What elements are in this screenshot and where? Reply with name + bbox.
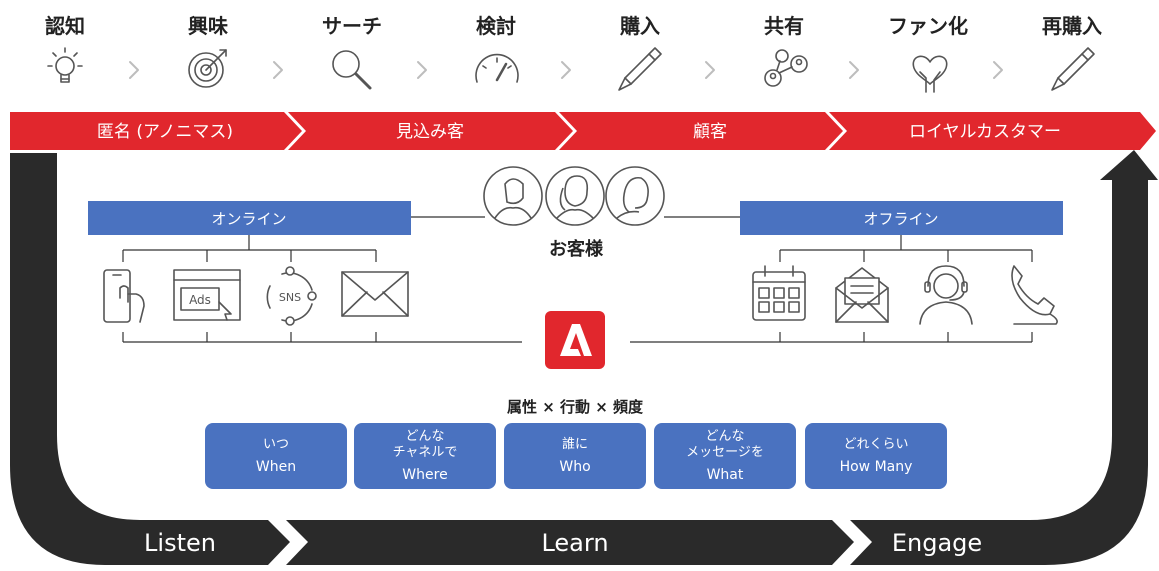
chevron-right-icon [129,61,139,79]
mail-envelope-icon [341,271,409,317]
phase-separator-1 [268,520,308,565]
sns-icon: SNS [266,266,317,326]
connector-lines [122,216,1033,343]
banner-segment-4 [829,112,1156,150]
heart-hand-icon [912,55,948,93]
gauge-icon [475,53,519,83]
network-icon [764,49,808,87]
letter-icon [835,267,889,323]
chevron-right-icon [273,61,283,79]
banner-label-3: 顧客 [693,122,727,142]
card-en: How Many [839,459,913,475]
banner-segment-1 [10,112,302,150]
card-when: いつ When [205,423,347,489]
ads-window-icon: Ads [173,269,241,321]
banner-segment-3 [559,112,843,150]
adobe-logo [545,311,605,369]
stage-label-8: 再購入 [1042,14,1102,38]
person-icon [483,166,543,226]
ads-text: Ads [189,293,211,307]
stage-label-7: ファン化 [888,14,968,38]
chevron-right-icon [705,61,715,79]
card-jp: いつ [262,437,289,452]
customer-icons [483,166,665,226]
card-how-many: どれくらい How Many [805,423,947,489]
card-en: When [255,459,297,475]
stage-label-1: 認知 [45,14,85,38]
lightbulb-icon [47,47,83,83]
online-box [88,201,411,235]
stage-label-3: サーチ [322,14,382,38]
stage-label-2: 興味 [188,14,228,38]
chevron-right-icon [993,61,1003,79]
phase-separator-2 [832,520,872,565]
online-label: オンライン [211,210,286,228]
customer-label: お客様 [549,238,604,260]
phone-icon [1011,265,1058,325]
bottom-phases: Listen Learn Engage [144,520,982,565]
headset-icon [919,265,973,325]
stage-labels: 認知 興味 サーチ 検討 購入 共有 ファン化 再購入 [45,14,1102,38]
target-icon [188,49,227,88]
stage-label-4: 検討 [476,14,516,38]
card-jp: どんな チャネルで [392,429,458,460]
stage-chevrons [129,61,1003,79]
phase-engage: Engage [892,529,982,557]
smartphone-touch-icon [103,269,145,323]
person-icon [545,166,605,226]
chevron-right-icon [561,61,571,79]
offline-label: オフライン [863,210,938,228]
card-jp: どんな メッセージを [686,429,764,460]
chevron-right-icon [417,61,427,79]
formula-text: 属性 × 行動 × 頻度 [507,398,644,416]
phase-listen: Listen [144,529,216,557]
cycle-loop-arrow [10,150,1158,565]
card-jp: 誰に [561,437,588,452]
banner-label-4: ロイヤルカスタマー [909,122,1061,142]
banner-segment-2 [288,112,573,150]
pen-icon [618,47,662,91]
calendar-icon [752,265,806,321]
sns-text: SNS [279,291,301,304]
card-en: Who [559,459,591,475]
phase-learn: Learn [541,529,608,557]
banner-label-2: 見込み客 [396,122,464,142]
chevron-right-icon [849,61,859,79]
customer-stage-banner: 匿名 (アノニマス) 見込み客 顧客 ロイヤルカスタマー [10,112,1156,150]
magnifier-icon [332,50,372,90]
card-jp: どれくらい [843,437,909,452]
stage-label-6: 共有 [764,14,804,38]
card-who: 誰に Who [504,423,646,489]
stage-label-5: 購入 [620,14,660,38]
offline-box [740,201,1063,235]
card-what: どんな メッセージを What [654,423,796,489]
card-where: どんな チャネルで Where [354,423,496,489]
card-en: What [706,467,744,483]
banner-label-1: 匿名 (アノニマス) [97,122,233,142]
card-en: Where [402,467,448,483]
person-icon [605,166,665,226]
pen-icon [1051,47,1095,91]
